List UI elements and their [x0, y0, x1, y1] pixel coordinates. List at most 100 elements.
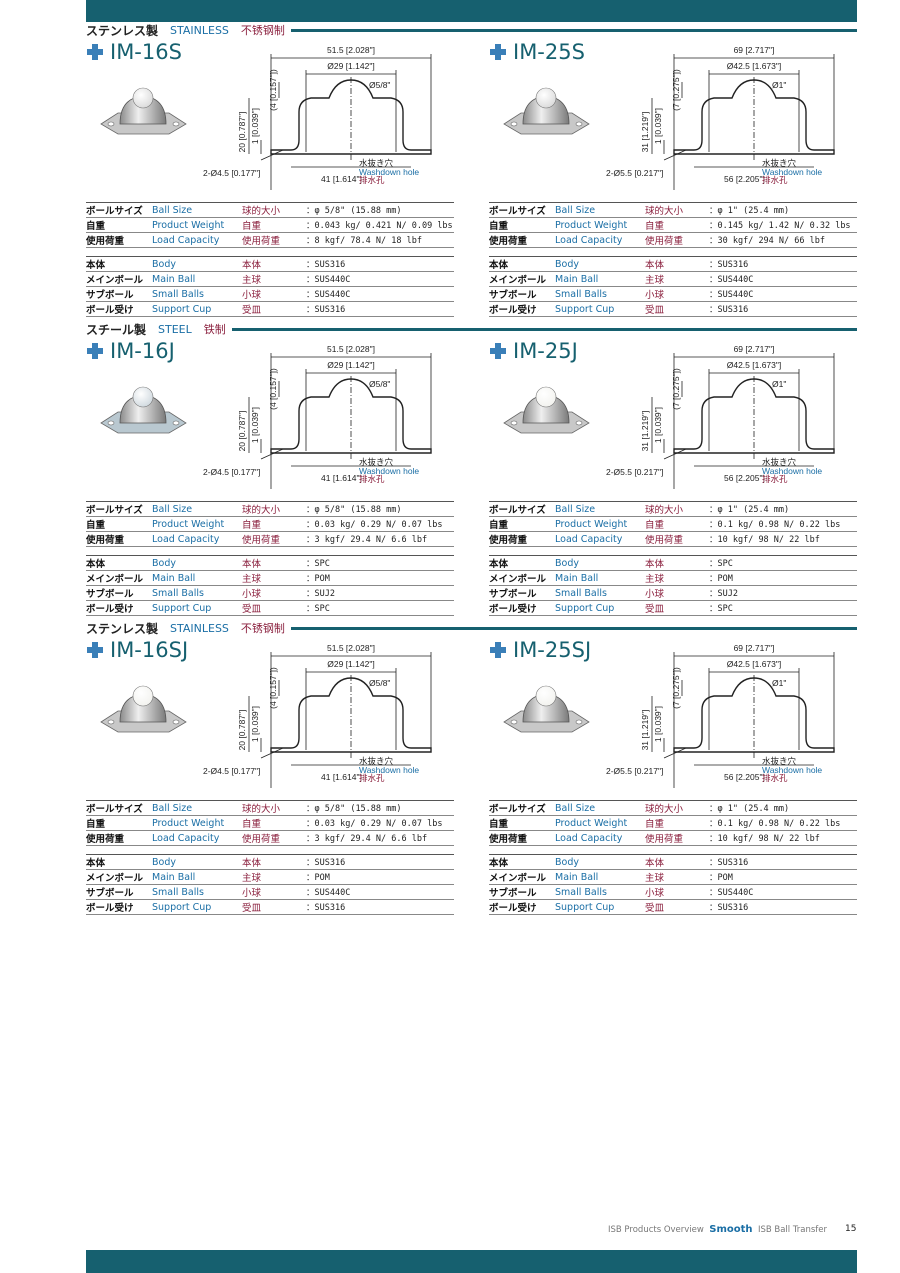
dim-width: 69 [2.717"] — [734, 344, 775, 354]
row-label-jp: ボール受け — [489, 899, 555, 915]
row-label-cn: 主球 — [242, 271, 306, 287]
row-label-en: Ball Size — [152, 202, 242, 218]
section-title-jp: ステンレス製 — [86, 621, 159, 636]
row-label-jp: 自重 — [489, 516, 555, 532]
washdown-jp: 水抜き穴 — [762, 756, 797, 766]
row-label-jp: ボール受け — [489, 600, 555, 616]
dim-cap: (4 [0.157"]) — [268, 69, 278, 111]
row-label-cn: 球的大小 — [242, 800, 306, 816]
dim-pitch: 41 [1.614"] — [321, 772, 362, 782]
footer-transfer: ISB Ball Transfer — [757, 1225, 828, 1235]
row-label-en: Support Cup — [152, 600, 242, 616]
product-title: IM-16J — [86, 339, 175, 363]
row-value: ：SPC — [306, 600, 454, 616]
row-value: ：SUS440C — [709, 271, 857, 287]
row-label-en: Body — [555, 555, 645, 571]
row-label-jp: サブボール — [489, 884, 555, 900]
product-photo — [100, 386, 187, 434]
row-value: ：φ 1" (25.4 mm) — [709, 202, 857, 218]
footer-smooth: Smooth — [709, 1224, 753, 1235]
row-label-jp: 本体 — [86, 854, 152, 870]
dim-ball: Ø1" — [772, 678, 786, 688]
row-label-jp: 自重 — [489, 815, 555, 831]
row-value: ：0.03 kg/ 0.29 N/ 0.07 lbs — [306, 516, 454, 532]
row-label-jp: 本体 — [489, 555, 555, 571]
dim-width: 51.5 [2.028"] — [327, 45, 375, 55]
dimension-drawing: 51.5 [2.028"]Ø29 [1.142"]Ø5/8"20 [0.787"… — [203, 643, 432, 788]
row-label-cn: 主球 — [242, 869, 306, 885]
dim-pitch: 56 [2.205"] — [724, 473, 765, 483]
row-label-jp: 使用荷重 — [86, 232, 152, 248]
row-label-cn: 小球 — [645, 585, 709, 601]
row-label-jp: 本体 — [86, 256, 152, 272]
washdown-en: Washdown hole — [359, 167, 419, 177]
row-value: ：0.043 kg/ 0.421 N/ 0.09 lbs — [306, 217, 454, 233]
row-value: ：SUS316 — [306, 301, 454, 317]
row-label-cn: 受皿 — [242, 600, 306, 616]
row-label-jp: メインボール — [489, 570, 555, 586]
row-label-jp: 使用荷重 — [86, 830, 152, 846]
row-label-jp: ボールサイズ — [86, 800, 152, 816]
row-label-cn: 自重 — [645, 217, 709, 233]
product-name: IM-25S — [513, 40, 585, 64]
row-value: ：SUS316 — [306, 899, 454, 915]
dim-ball: Ø1" — [772, 80, 786, 90]
row-label-cn: 本体 — [242, 555, 306, 571]
row-label-cn: 受皿 — [645, 899, 709, 915]
row-value: ：3 kgf/ 29.4 N/ 6.6 lbf — [306, 531, 454, 547]
row-label-jp: ボール受け — [86, 600, 152, 616]
row-label-en: Product Weight — [152, 217, 242, 233]
dim-height: 20 [0.787"] — [237, 411, 247, 452]
row-label-jp: 使用荷重 — [489, 830, 555, 846]
section-title-jp: ステンレス製 — [86, 23, 159, 38]
plus-icon — [489, 641, 507, 659]
row-label-cn: 球的大小 — [645, 501, 709, 517]
dimension-drawing: 51.5 [2.028"]Ø29 [1.142"]Ø5/8"20 [0.787"… — [203, 45, 432, 190]
row-label-en: Support Cup — [555, 301, 645, 317]
row-value: ：POM — [709, 570, 857, 586]
washdown-en: Washdown hole — [762, 466, 822, 476]
washdown-jp: 水抜き穴 — [359, 756, 394, 766]
row-value: ：SUS316 — [709, 899, 857, 915]
row-value: ：0.145 kg/ 1.42 N/ 0.32 lbs — [709, 217, 857, 233]
row-value: ：SUS316 — [709, 854, 857, 870]
dim-holes: 2-Ø4.5 [0.177"] — [203, 766, 260, 776]
row-value: ：SUS316 — [306, 256, 454, 272]
dim-width: 51.5 [2.028"] — [327, 344, 375, 354]
row-value: ：SUJ2 — [709, 585, 857, 601]
row-label-cn: 本体 — [645, 256, 709, 272]
row-label-cn: 自重 — [242, 815, 306, 831]
dim-ball: Ø5/8" — [369, 379, 390, 389]
row-label-en: Product Weight — [555, 815, 645, 831]
dim-holes: 2-Ø4.5 [0.177"] — [203, 467, 260, 477]
row-value: ：0.03 kg/ 0.29 N/ 0.07 lbs — [306, 815, 454, 831]
plus-icon — [489, 43, 507, 61]
dim-plate: 1 [0.039"] — [250, 706, 260, 742]
row-label-cn: 本体 — [645, 555, 709, 571]
row-value: ：30 kgf/ 294 N/ 66 lbf — [709, 232, 857, 248]
dim-pitch: 41 [1.614"] — [321, 174, 362, 184]
row-label-en: Small Balls — [555, 585, 645, 601]
footer: ISB Products Overview Smooth ISB Ball Tr… — [608, 1224, 827, 1235]
row-label-en: Body — [152, 555, 242, 571]
section-title-cn: 不锈钢制 — [240, 622, 285, 635]
